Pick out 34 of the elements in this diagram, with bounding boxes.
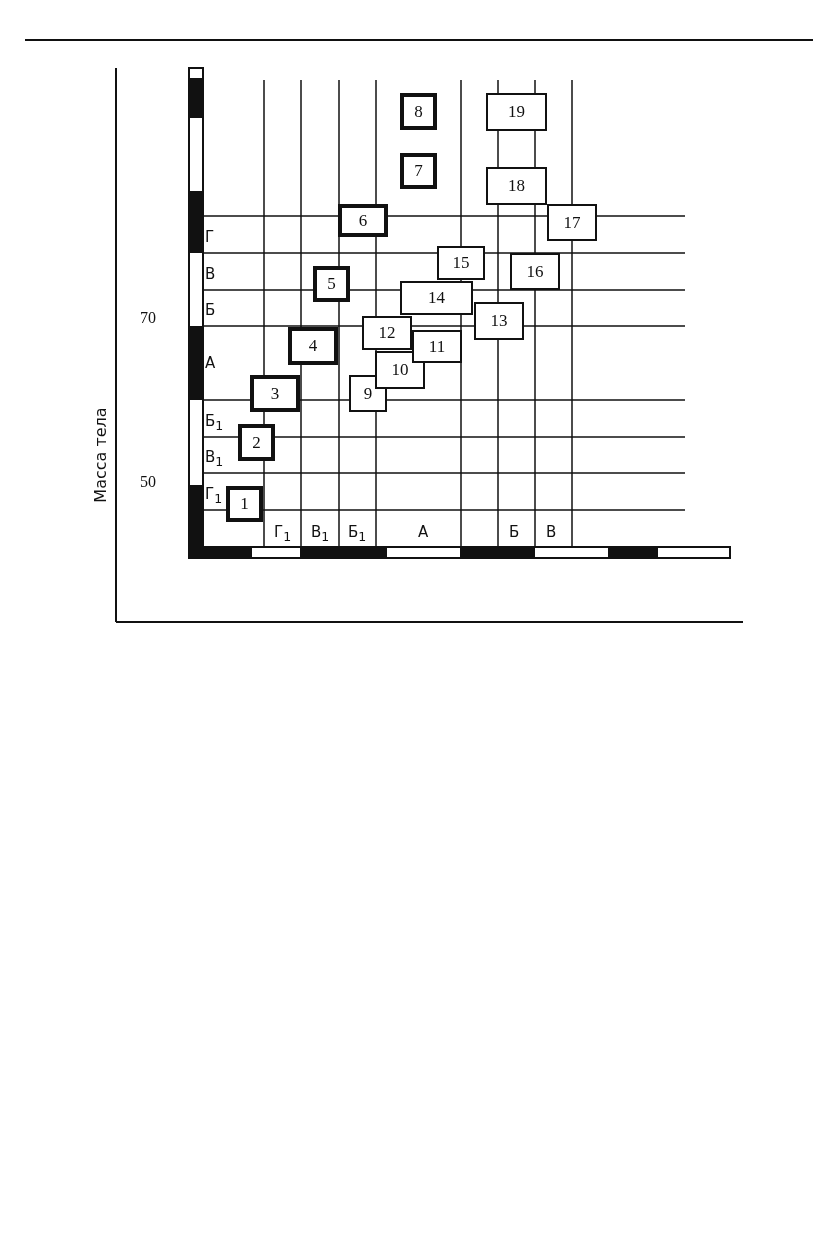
scale-letter: Б$_{1}$ [205, 414, 224, 433]
scale-letter: В$_{1}$ [205, 450, 224, 469]
number-box: 19 [486, 93, 547, 131]
scale-letter: Б [205, 303, 216, 318]
scale-letter: Б [509, 525, 520, 540]
number-box: 14 [400, 281, 473, 315]
scale-letter: А [205, 356, 216, 371]
number-box: 12 [362, 316, 412, 350]
number-box: 11 [412, 330, 462, 363]
number-box: 1 [226, 486, 263, 522]
number-box: 17 [547, 204, 597, 241]
number-box: 2 [238, 424, 275, 461]
axis-tick-value: 70 [140, 310, 156, 326]
scale-letter: В [205, 267, 216, 282]
scale-letter: Г$_{1}$ [205, 487, 223, 506]
axis-title: Масса тела [92, 407, 109, 503]
number-box: 7 [400, 153, 437, 189]
number-box: 4 [288, 327, 338, 365]
number-box: 5 [313, 266, 350, 302]
scale-letter: В$_{1}$ [311, 525, 330, 544]
axis-tick-value: 50 [140, 474, 156, 490]
number-box: 3 [250, 375, 300, 412]
number-box: 10 [375, 351, 425, 389]
number-box: 6 [338, 204, 388, 237]
scale-letter: Г [205, 230, 215, 245]
number-box: 15 [437, 246, 485, 280]
scale-letter: А [418, 525, 429, 540]
scale-letter: Б$_{1}$ [348, 525, 367, 544]
number-box: 16 [510, 253, 560, 290]
scale-letter: Г$_{1}$ [274, 525, 292, 544]
number-box: 18 [486, 167, 547, 205]
number-box: 13 [474, 302, 524, 340]
scale-letter: В [546, 525, 557, 540]
number-box: 8 [400, 93, 437, 130]
